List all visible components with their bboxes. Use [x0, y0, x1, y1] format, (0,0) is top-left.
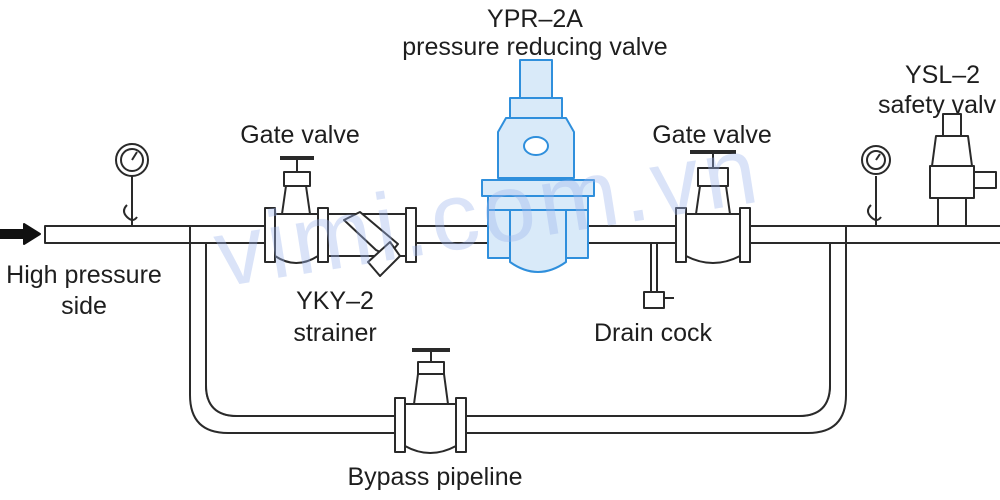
high-pressure-side-label: side	[61, 292, 107, 320]
drain-cock-label: Drain cock	[593, 319, 713, 347]
drain-cock-icon	[643, 243, 674, 309]
bypass-pipe-outer	[189, 226, 847, 434]
pressure-gauge-icon-right	[861, 145, 891, 226]
prv-model-label: YPR–2A	[487, 5, 583, 33]
gate-valve-right-icon	[675, 150, 751, 264]
gate-valve-left-icon	[264, 156, 329, 264]
bypass-label: Bypass pipeline	[347, 463, 523, 491]
pressure-gauge-icon	[115, 143, 149, 226]
safety-model-label: YSL–2	[905, 61, 981, 89]
bypass-valve-icon	[394, 348, 467, 454]
high-pressure-label: High pressure	[6, 261, 162, 289]
safety-valve-icon	[929, 113, 997, 227]
pressure-reducing-valve-icon	[481, 59, 595, 273]
arrow-right-icon	[0, 223, 41, 245]
bypass-mask	[207, 244, 829, 415]
strainer-name-label: strainer	[293, 319, 377, 347]
gate-valve-left-label: Gate valve	[240, 121, 360, 149]
strainer-icon	[327, 207, 417, 277]
strainer-model-label: YKY–2	[296, 287, 374, 315]
gate-valve-right-label: Gate valve	[652, 121, 772, 149]
bypass-inner-redraw	[205, 243, 831, 417]
prv-name-label: pressure reducing valve	[402, 33, 668, 61]
safety-name-label: safety valv	[878, 91, 997, 119]
